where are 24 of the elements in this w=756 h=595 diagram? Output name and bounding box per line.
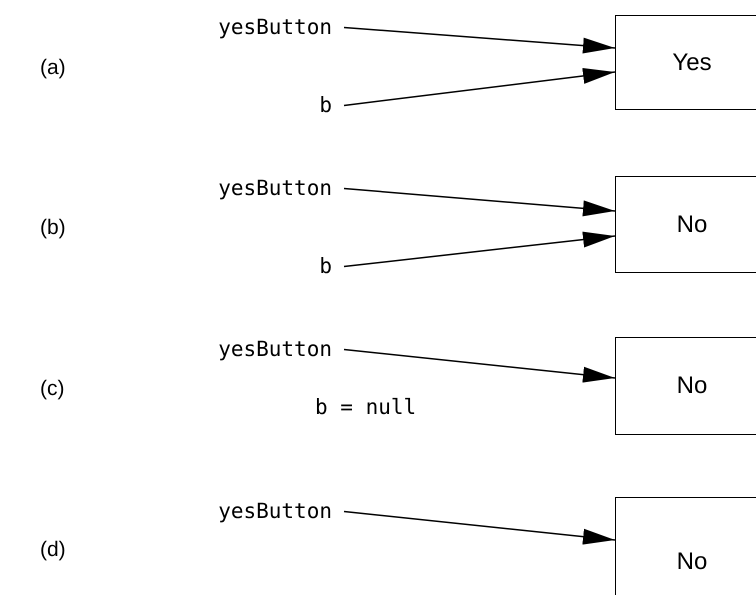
code-text: b = null	[315, 397, 416, 418]
reference-arrow	[344, 348, 616, 383]
panel-label: (c)	[40, 378, 64, 399]
panel-label: (b)	[40, 217, 66, 238]
variable-name: yesButton	[218, 501, 332, 522]
variable-name: b	[319, 95, 332, 116]
reference-arrow	[344, 232, 616, 268]
variable-name: yesButton	[218, 178, 332, 199]
variable-name: b	[319, 256, 332, 277]
reference-arrow	[344, 188, 616, 216]
panel-label: (d)	[40, 539, 66, 560]
object-value: Yes	[672, 48, 712, 76]
panel-label: (a)	[40, 57, 66, 78]
variable-name: yesButton	[218, 17, 332, 38]
object-value: No	[676, 210, 708, 238]
object-box	[615, 15, 756, 110]
variable-name: yesButton	[218, 339, 332, 360]
reference-arrow	[344, 68, 616, 106]
object-box	[615, 176, 756, 273]
object-value: No	[676, 548, 708, 576]
object-box	[615, 337, 756, 435]
object-value: No	[676, 372, 708, 400]
reference-arrow	[344, 26, 616, 54]
reference-arrow	[344, 510, 616, 545]
